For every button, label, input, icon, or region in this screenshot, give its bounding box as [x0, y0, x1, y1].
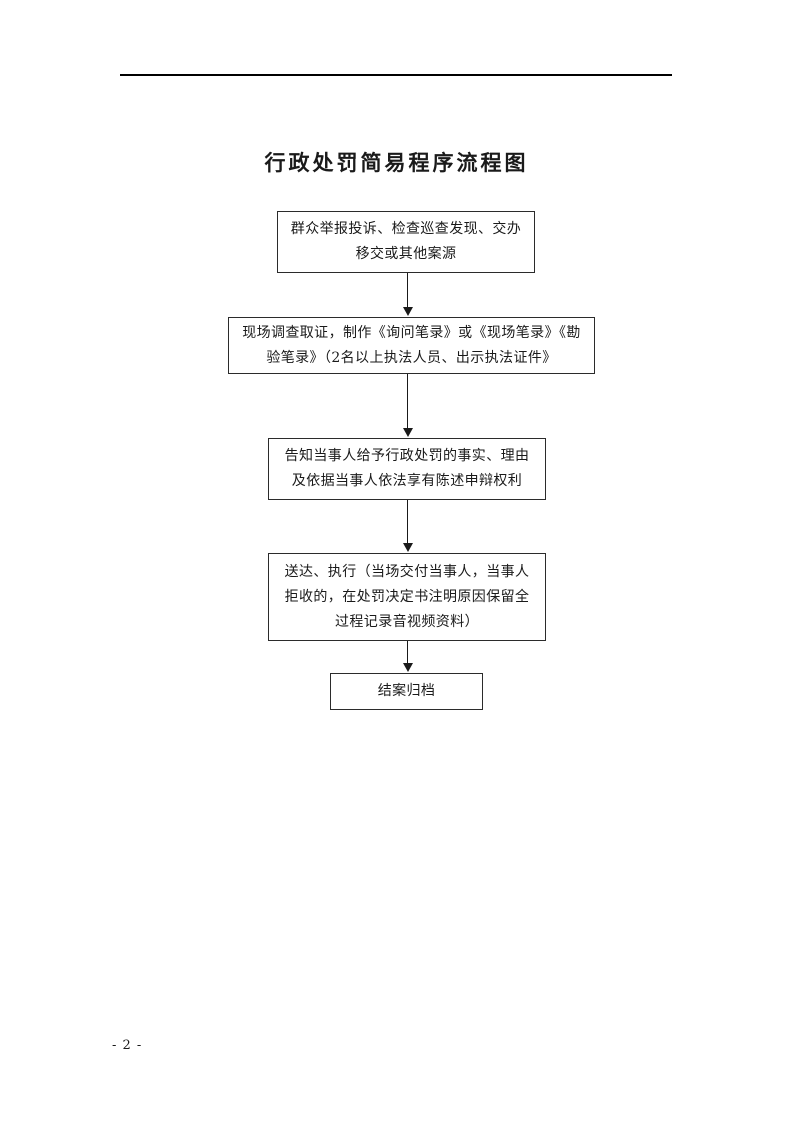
arrow-head: [403, 663, 413, 672]
flow-node-label: 告知当事人给予行政处罚的事实、理由及依据当事人依法享有陈述申辩权利: [284, 448, 530, 489]
header-rule: [120, 74, 672, 76]
flow-node-label: 现场调查取证，制作《询问笔录》或《现场笔录》《勘验笔录》（2名以上执法人员、出示…: [242, 324, 581, 366]
arrow-shaft: [407, 500, 408, 545]
arrow-down-icon: [401, 500, 415, 553]
arrow-head: [403, 307, 413, 316]
arrow-shaft: [407, 374, 408, 430]
flow-node-case-closure: 结案归档: [330, 673, 483, 710]
arrow-shaft: [407, 641, 408, 665]
flow-node-notification: 告知当事人给予行政处罚的事实、理由及依据当事人依法享有陈述申辩权利: [268, 438, 546, 500]
flow-node-case-source: 群众举报投诉、检查巡查发现、交办移交或其他案源: [277, 211, 535, 273]
flow-node-label: 送达、执行（当场交付当事人，当事人拒收的，在处罚决定书注明原因保留全过程记录音视…: [284, 563, 530, 630]
arrow-head: [403, 543, 413, 552]
flow-node-label: 群众举报投诉、检查巡查发现、交办移交或其他案源: [290, 221, 522, 262]
arrow-down-icon: [401, 641, 415, 673]
page-number: - 2 -: [112, 1038, 143, 1053]
arrow-down-icon: [401, 273, 415, 317]
arrow-shaft: [407, 273, 408, 309]
flow-node-label: 结案归档: [377, 683, 436, 699]
arrow-down-icon: [401, 374, 415, 438]
page-title: 行政处罚简易程序流程图: [264, 150, 529, 175]
flow-node-investigation: 现场调查取证，制作《询问笔录》或《现场笔录》《勘验笔录》（2名以上执法人员、出示…: [228, 317, 595, 374]
flow-node-service-execution: 送达、执行（当场交付当事人，当事人拒收的，在处罚决定书注明原因保留全过程记录音视…: [268, 553, 546, 641]
arrow-head: [403, 428, 413, 437]
